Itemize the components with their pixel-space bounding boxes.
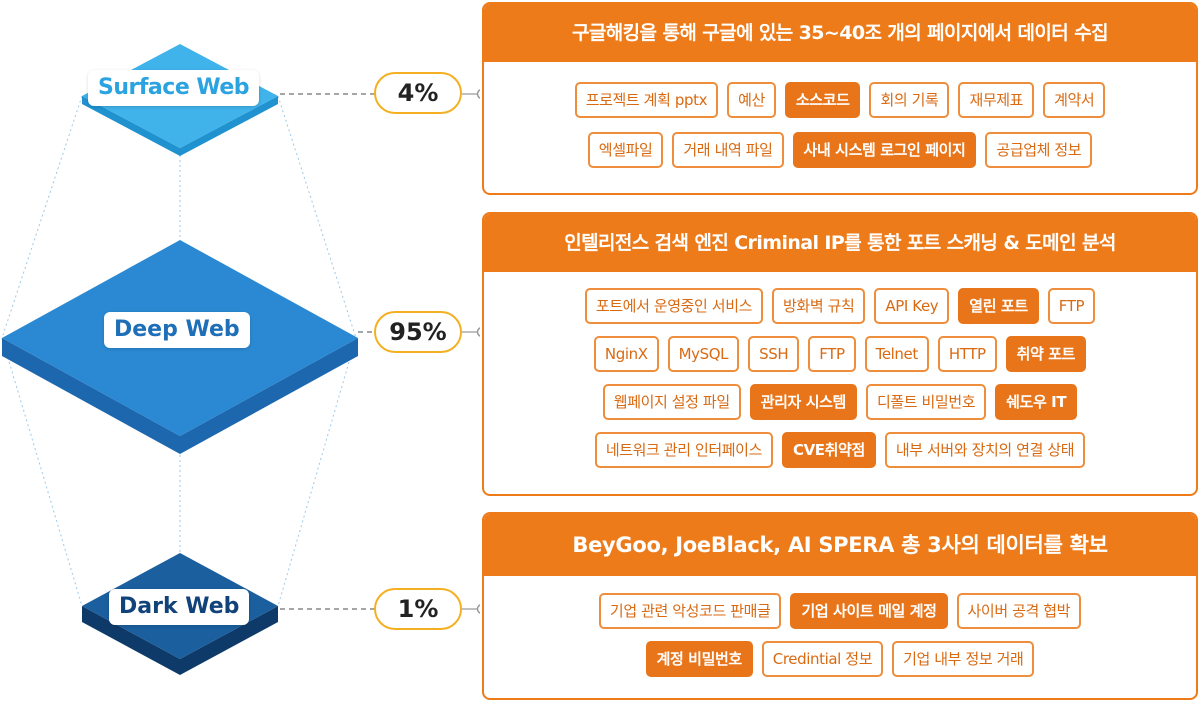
tag: 거래 내역 파일: [672, 132, 784, 168]
surface-web-panel: 구글해킹을 통해 구글에 있는 35~40조 개의 페이지에서 데이터 수집 프…: [482, 2, 1198, 195]
tag: NginX: [593, 336, 659, 372]
tag: MySQL: [667, 336, 740, 372]
panel-connector-dots: [462, 88, 488, 615]
tag: 네트워크 관리 인터페이스: [594, 432, 773, 468]
tag: 회의 기록: [869, 82, 950, 118]
tag: 재무제표: [958, 82, 1035, 118]
tag: Telnet: [864, 336, 929, 372]
tag: 방화벽 규칙: [772, 288, 866, 324]
dark-web-panel: BeyGoo, JoeBlack, AI SPERA 총 3사의 데이터를 확보…: [482, 512, 1198, 700]
percent-leader-lines: [280, 93, 376, 610]
highlighted-tag: CVE취약점: [781, 432, 876, 468]
highlighted-tag: 관리자 시스템: [749, 384, 857, 420]
surface-web-label: Surface Web: [88, 70, 260, 106]
web-layers-diagram: Surface Web Deep Web Dark Web 4% 95% 1%: [0, 0, 488, 701]
deep-web-label: Deep Web: [104, 312, 250, 348]
tag: FTP: [808, 336, 856, 372]
surface-web-panel-title: 구글해킹을 통해 구글에 있는 35~40조 개의 페이지에서 데이터 수집: [484, 4, 1196, 62]
dark-web-label: Dark Web: [109, 589, 250, 625]
dark-web-panel-title: BeyGoo, JoeBlack, AI SPERA 총 3사의 데이터를 확보: [484, 514, 1196, 576]
highlighted-tag: 취약 포트: [1005, 336, 1087, 372]
tag: 계약서: [1043, 82, 1106, 118]
tag: 기업 내부 정보 거래: [892, 641, 1035, 677]
tag: 기업 관련 악성코드 판매글: [598, 593, 782, 629]
tag: 사이버 공격 협박: [956, 593, 1082, 629]
highlighted-tag: 쉐도우 IT: [995, 384, 1078, 420]
dark-web-percent: 1%: [374, 588, 462, 630]
tag: 포트에서 운영중인 서비스: [584, 288, 764, 324]
surface-web-percent: 4%: [374, 72, 462, 114]
tag: Credintial 정보: [761, 641, 884, 677]
tag: FTP: [1047, 288, 1096, 324]
deep-web-percent: 95%: [374, 311, 462, 353]
highlighted-tag: 계정 비밀번호: [645, 641, 753, 677]
highlighted-tag: 열린 포트: [958, 288, 1039, 324]
tag: 내부 서버와 장치의 연결 상태: [884, 432, 1086, 468]
tag: 엑셀파일: [587, 132, 664, 168]
tag: SSH: [748, 336, 800, 372]
tag: HTTP: [937, 336, 997, 372]
highlighted-tag: 사내 시스템 로그인 페이지: [792, 132, 977, 168]
tag: 예산: [727, 82, 776, 118]
highlighted-tag: 기업 사이트 메일 계정: [790, 593, 948, 629]
deep-web-panel: 인텔리전스 검색 엔진 Criminal IP를 통한 포트 스캐닝 & 도메인…: [482, 212, 1198, 496]
deep-web-panel-title: 인텔리전스 검색 엔진 Criminal IP를 통한 포트 스캐닝 & 도메인…: [484, 214, 1196, 272]
tag: 디폴트 비밀번호: [865, 384, 987, 420]
tag: 프로젝트 계획 pptx: [574, 82, 719, 118]
tag: 공급업체 정보: [985, 132, 1093, 168]
tag: 웹페이지 설정 파일: [602, 384, 741, 420]
tag: API Key: [874, 288, 950, 324]
highlighted-tag: 소스코드: [784, 82, 861, 118]
